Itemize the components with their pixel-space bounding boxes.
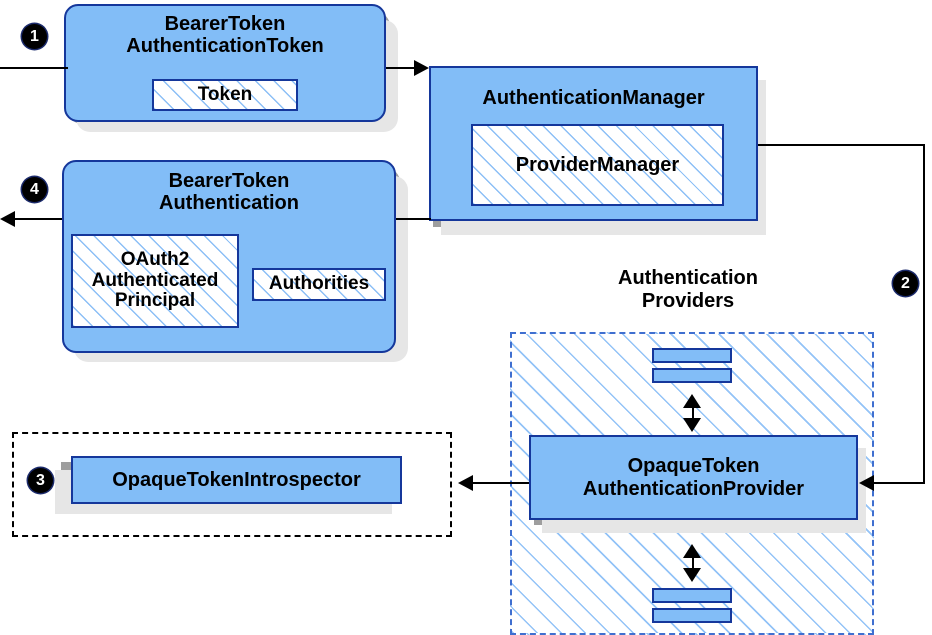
connector-manager-to-provider-bottom xyxy=(872,482,925,484)
connector-authentication-out-arrowhead xyxy=(0,211,15,227)
step-badge-1: 1 xyxy=(22,24,47,49)
provider-stack-bar-bottom-1 xyxy=(652,588,732,603)
connector-provider-to-introspector xyxy=(473,482,529,484)
node-opaque-token-authentication-provider[interactable]: OpaqueToken AuthenticationProvider xyxy=(529,435,858,520)
bearer-token-authentication-title-line2: Authentication xyxy=(159,192,299,215)
node-token[interactable]: Token xyxy=(152,79,298,111)
provider-arrow-down-top xyxy=(683,418,701,432)
step-badge-3-number: 3 xyxy=(36,471,45,489)
step-badge-3: 3 xyxy=(28,468,53,493)
node-authorities[interactable]: Authorities xyxy=(252,268,386,301)
provider-stack-bar-top-2 xyxy=(652,368,732,383)
opaque-token-introspector-label: OpaqueTokenIntrospector xyxy=(112,468,361,491)
oauth2-authenticated-principal-label: OAuth2 Authenticated Principal xyxy=(91,248,219,313)
connector-manager-to-provider-arrowhead xyxy=(859,475,874,491)
step-badge-4: 4 xyxy=(22,177,47,202)
bearer-token-authentication-title: BearerToken Authentication xyxy=(64,170,394,215)
node-provider-manager[interactable]: ProviderManager xyxy=(471,124,724,206)
connector-manager-to-authentication xyxy=(396,218,431,220)
node-oauth2-authenticated-principal[interactable]: OAuth2 Authenticated Principal xyxy=(71,234,239,328)
connector-authentication-out xyxy=(13,218,62,220)
provider-stack-bar-top-1 xyxy=(652,348,732,363)
step-badge-1-number: 1 xyxy=(30,27,39,45)
provider-stack-bar-bottom-2 xyxy=(652,608,732,623)
opaque-token-provider-title-line2: AuthenticationProvider xyxy=(582,477,805,500)
bearer-token-authentication-token-title-line2: AuthenticationToken xyxy=(126,35,324,58)
step-badge-4-number: 4 xyxy=(30,180,39,198)
opaque-token-authentication-provider-title: OpaqueToken AuthenticationProvider xyxy=(531,455,856,500)
connector-token-to-manager-arrowhead xyxy=(414,60,429,76)
authorities-label: Authorities xyxy=(268,273,370,295)
authentication-providers-title-line1: Authentication xyxy=(618,267,758,289)
connector-provider-to-introspector-arrowhead xyxy=(458,475,473,491)
opaque-token-provider-title-line1: OpaqueToken xyxy=(627,455,760,478)
bearer-token-authentication-title-line1: BearerToken xyxy=(168,170,290,192)
bearer-token-authentication-token-title: BearerToken AuthenticationToken xyxy=(66,13,384,58)
oauth2-principal-line3: Principal xyxy=(114,290,196,312)
step-badge-2: 2 xyxy=(893,271,918,296)
provider-arrow-down-bottom xyxy=(683,568,701,582)
step-badge-2-number: 2 xyxy=(901,274,910,292)
connector-request-in xyxy=(0,67,68,69)
provider-manager-label: ProviderManager xyxy=(515,154,680,176)
connector-manager-to-provider-top xyxy=(758,144,925,146)
authentication-manager-title: AuthenticationManager xyxy=(482,87,705,109)
oauth2-principal-line1: OAuth2 xyxy=(120,248,190,270)
provider-arrow-line-bottom xyxy=(692,548,694,574)
token-label: Token xyxy=(197,83,253,105)
oauth2-principal-line2: Authenticated xyxy=(91,269,219,291)
connector-token-to-manager xyxy=(386,67,424,69)
bearer-token-authentication-token-title-line1: BearerToken xyxy=(164,13,286,35)
connector-manager-to-provider-right xyxy=(923,144,925,483)
authentication-providers-title-line2: Providers xyxy=(641,289,735,312)
provider-arrow-line-top xyxy=(692,398,694,424)
authentication-providers-title: Authentication Providers xyxy=(560,267,816,313)
node-opaque-token-introspector[interactable]: OpaqueTokenIntrospector xyxy=(71,456,402,504)
